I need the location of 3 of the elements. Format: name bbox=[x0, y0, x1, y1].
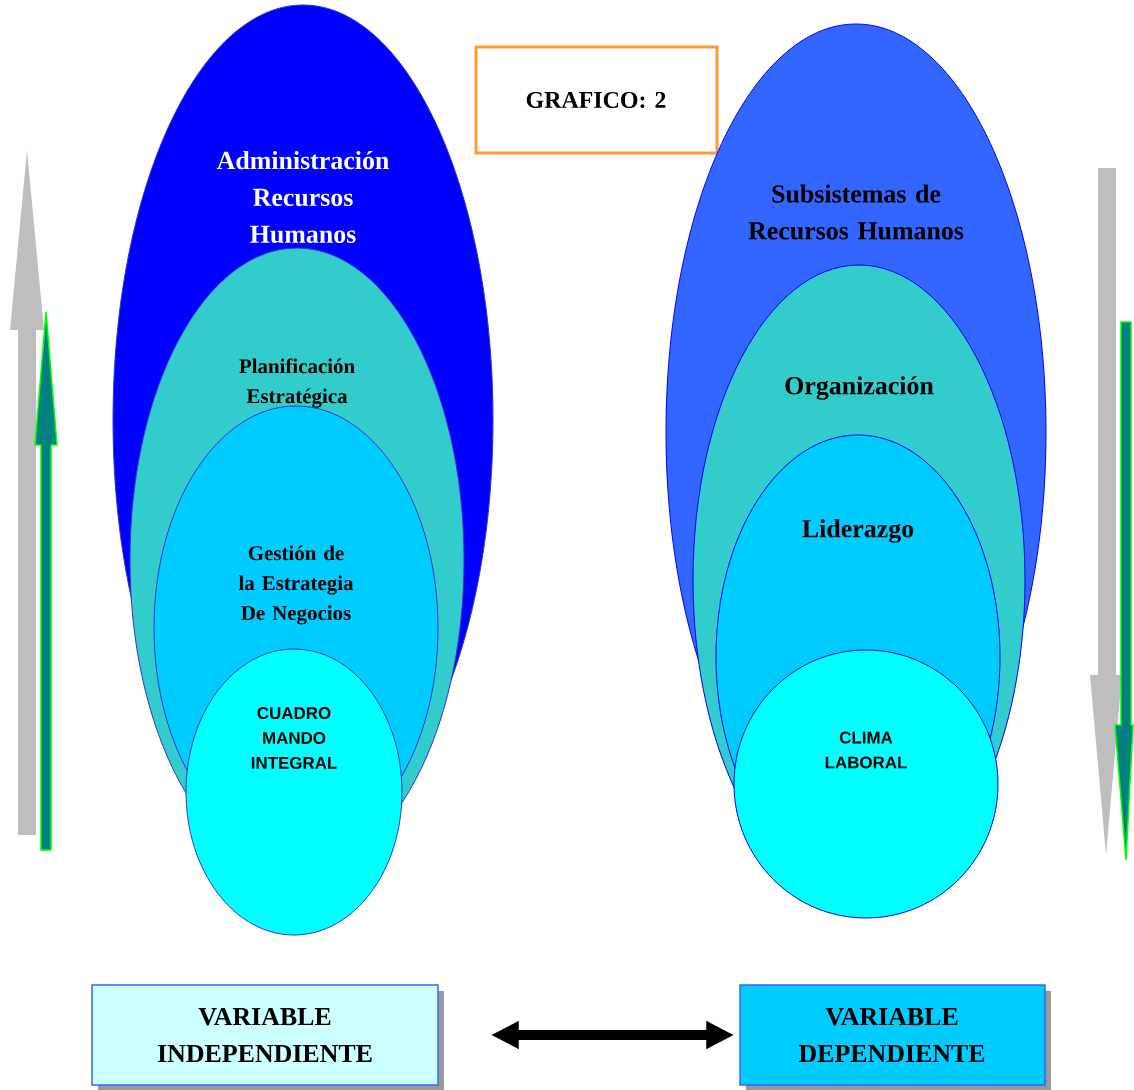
variable-box: VARIABLE DEPENDIENTE bbox=[739, 984, 1051, 1090]
title-box: GRAFICO: 2 bbox=[474, 45, 719, 155]
variable-box: VARIABLE INDEPENDIENTE bbox=[91, 984, 444, 1090]
